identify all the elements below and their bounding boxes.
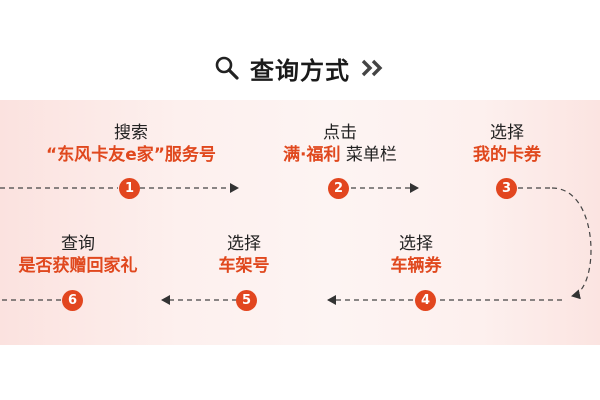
step-6-target: 是否获赠回家礼: [18, 256, 138, 276]
step-4-label: 选择 车辆券: [316, 233, 516, 277]
step-2-label: 点击 满·福利 菜单栏: [240, 122, 440, 166]
step-2-target: 满·福利: [283, 145, 341, 165]
step-2-badge: 2: [328, 178, 349, 199]
step-5-badge: 5: [236, 290, 257, 311]
step-2-suffix: 菜单栏: [340, 145, 397, 165]
step-3-badge: 3: [496, 178, 517, 199]
connector-3-4-curve: [551, 187, 592, 300]
flow-arrows: [0, 183, 592, 305]
step-3-target: 我的卡券: [473, 145, 541, 165]
double-chevron-right-icon: [361, 59, 383, 77]
step-5-target: 车架号: [218, 256, 270, 276]
step-1-target: “东风卡友e家”服务号: [46, 145, 216, 165]
title-row: 查询方式: [0, 48, 600, 88]
page-title: 查询方式: [250, 56, 350, 85]
step-5-action: 选择: [227, 234, 261, 254]
step-4-action: 选择: [399, 234, 433, 254]
step-1-badge: 1: [119, 178, 140, 199]
step-6-action: 查询: [61, 234, 95, 254]
search-icon: [215, 56, 239, 80]
step-6-badge: 6: [62, 290, 83, 311]
step-6-label: 查询 是否获赠回家礼: [0, 233, 178, 277]
step-5-label: 选择 车架号: [144, 233, 344, 277]
step-4-badge: 4: [415, 290, 436, 311]
step-3-label: 选择 我的卡券: [407, 122, 600, 166]
flow-panel: 搜索 “东风卡友e家”服务号 1 点击 满·福利 菜单栏 2 选择 我的卡券 3…: [0, 100, 600, 345]
step-3-action: 选择: [490, 123, 524, 143]
step-4-target: 车辆券: [390, 256, 442, 276]
step-1-action: 搜索: [114, 123, 148, 143]
step-2-action: 点击: [323, 123, 357, 143]
step-1-label: 搜索 “东风卡友e家”服务号: [31, 122, 231, 166]
